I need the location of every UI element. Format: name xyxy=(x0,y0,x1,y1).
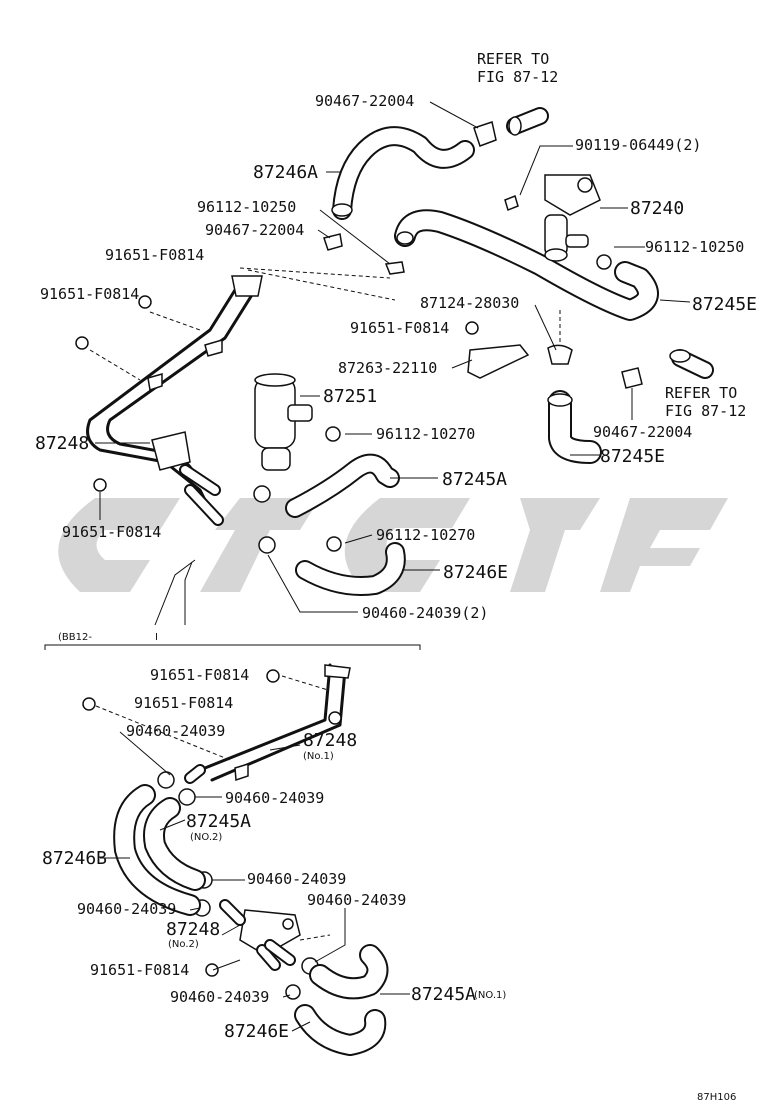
label-87251: 87251 xyxy=(323,386,377,407)
clamp-96112-10250-right xyxy=(596,254,612,270)
label-87248: 87248 xyxy=(35,433,89,454)
label-91651-a: 91651-F0814 xyxy=(105,246,204,264)
label-90460-e: 90460-24039 xyxy=(77,900,176,918)
section-label: (BB12- xyxy=(58,632,92,643)
label-87245E-b: 87245E xyxy=(600,446,665,467)
label-91651-c: 91651-F0814 xyxy=(350,319,449,337)
bolt-91651-f xyxy=(82,697,96,711)
valve-87240 xyxy=(504,174,601,262)
pipe-87248-no1 xyxy=(184,663,351,784)
label-87263: 87263-22110 xyxy=(338,359,437,377)
label-90460-d: 90460-24039 xyxy=(307,891,406,909)
label-90460-b: 90460-24039 xyxy=(225,789,324,807)
label-no2b: (No.2) xyxy=(168,939,199,950)
clamp-90460-b xyxy=(258,536,276,554)
label-no1: (No.1) xyxy=(303,751,334,762)
label-87245A: 87245A xyxy=(442,469,507,490)
label-87248-no2: 87248 xyxy=(166,919,220,940)
hose-87246E xyxy=(295,542,406,596)
hose-87245E-elbow xyxy=(547,390,602,464)
refer-right-line2: FIG 87-12 xyxy=(665,402,746,420)
label-96112-10270-a: 96112-10270 xyxy=(376,425,475,443)
bolt-91651-a xyxy=(138,295,152,309)
label-90460-2: 90460-24039(2) xyxy=(362,604,488,622)
label-87248-no1: 87248 xyxy=(303,730,357,751)
label-91651-e: 91651-F0814 xyxy=(150,666,249,684)
label-90467-a: 90467-22004 xyxy=(315,92,414,110)
hose-87246B xyxy=(113,784,201,916)
clamp-90460-a xyxy=(253,485,271,503)
label-90460-c: 90460-24039 xyxy=(247,870,346,888)
hose-87246A xyxy=(331,126,475,220)
hose-87245A-no1 xyxy=(309,944,389,1000)
leader-lines-top xyxy=(89,101,691,613)
bolt-91651-g xyxy=(205,963,219,977)
refer-top-line2: FIG 87-12 xyxy=(477,68,558,86)
label-87246B: 87246B xyxy=(42,848,107,869)
bolt-91651-d xyxy=(93,478,107,492)
pipe-right-refer xyxy=(621,349,714,389)
label-90467-b: 90467-22004 xyxy=(205,221,304,239)
fitting-87251 xyxy=(254,373,313,471)
hose-87246E-bottom xyxy=(294,1004,387,1056)
section-tick: I xyxy=(155,632,158,643)
label-96112-10250-b: 96112-10250 xyxy=(645,238,744,256)
bracket-87263 xyxy=(467,344,530,379)
pipe-87248 xyxy=(86,275,263,526)
label-90460-f: 90460-24039 xyxy=(170,988,269,1006)
refer-top-line1: REFER TO xyxy=(477,50,549,68)
arrow-curve xyxy=(154,559,196,626)
clamp-90460-d xyxy=(178,788,196,806)
label-91651-f: 91651-F0814 xyxy=(134,694,233,712)
label-90460-a: 90460-24039 xyxy=(126,722,225,740)
label-87246A: 87246A xyxy=(253,162,318,183)
label-96112-10250-a: 96112-10250 xyxy=(197,198,296,216)
pipe-upper-refer xyxy=(473,107,549,147)
label-96112-10270-b: 96112-10270 xyxy=(376,526,475,544)
hose-87245A xyxy=(285,453,400,518)
label-87245A-no1: 87245A xyxy=(411,984,476,1005)
clip-87124 xyxy=(547,344,573,365)
bolt-91651-b xyxy=(75,336,89,350)
label-87245A-no2: 87245A xyxy=(186,811,251,832)
label-no2: (NO.2) xyxy=(190,832,222,843)
label-91651-g: 91651-F0814 xyxy=(90,961,189,979)
refer-right-line1: REFER TO xyxy=(665,384,737,402)
hose-87245E-long xyxy=(394,209,659,321)
arrow-curve-2 xyxy=(184,561,193,625)
label-no1b: (NO.1) xyxy=(474,990,506,1001)
label-87245E-a: 87245E xyxy=(692,294,757,315)
pipe-87248-no2 xyxy=(219,899,301,971)
label-91651-b: 91651-F0814 xyxy=(40,285,139,303)
clamp-90460-c xyxy=(157,771,175,789)
leader-lines-bottom xyxy=(95,675,410,1032)
label-87124: 87124-28030 xyxy=(420,294,519,312)
section-divider xyxy=(44,644,421,650)
diagram-code: 87H106 xyxy=(697,1092,736,1103)
clamp-90467-left xyxy=(323,233,343,251)
clamp-96112-10270-a xyxy=(325,426,341,442)
label-91651-d: 91651-F0814 xyxy=(62,523,161,541)
label-87240: 87240 xyxy=(630,198,684,219)
clamp-90460-h xyxy=(285,984,301,1000)
bolt-91651-e xyxy=(266,669,280,683)
clamp-96112-10270-b xyxy=(326,536,342,552)
hose-87245A-no2 xyxy=(143,797,206,891)
clamp-96112-10250-left xyxy=(384,261,405,275)
label-90467-c: 90467-22004 xyxy=(593,423,692,441)
label-87246E: 87246E xyxy=(443,562,508,583)
bolt-91651-c xyxy=(465,321,479,335)
label-90119: 90119-06449(2) xyxy=(575,136,701,154)
label-87246E-b: 87246E xyxy=(224,1021,289,1042)
